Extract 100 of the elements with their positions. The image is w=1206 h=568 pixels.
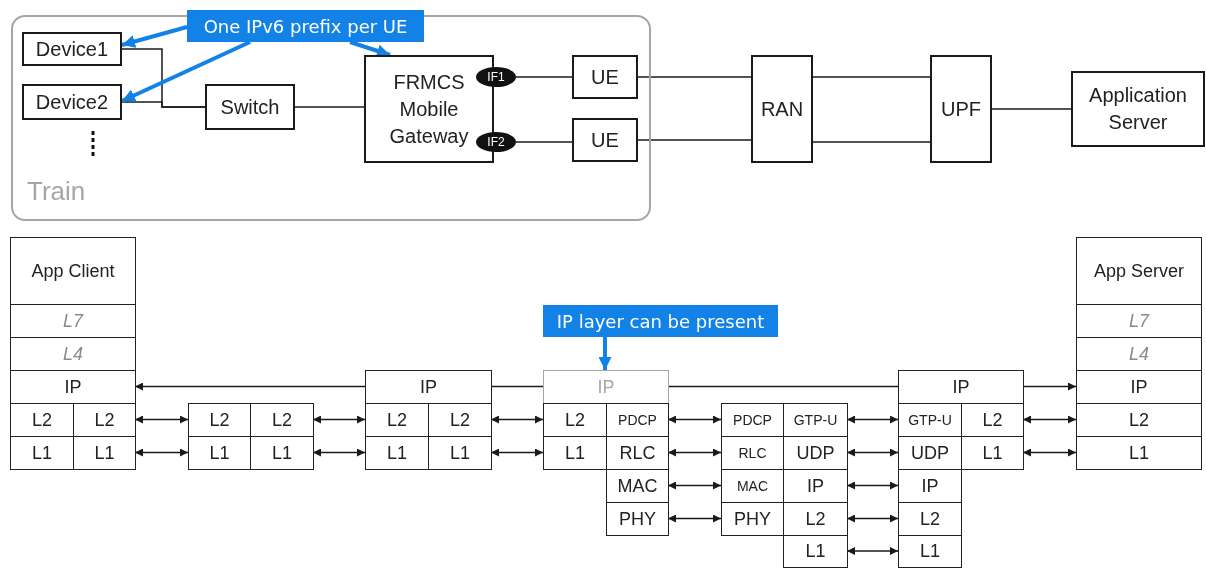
callout-box <box>187 10 424 42</box>
arrow <box>667 514 722 523</box>
node-label: GTP-U <box>793 410 838 430</box>
connector-line <box>991 108 1072 110</box>
node-label: App Client <box>31 259 115 283</box>
node-label: RAN <box>759 96 805 122</box>
protocol-layer-cell <box>961 436 1024 470</box>
node-label: L2 <box>920 507 940 531</box>
node-label: IP <box>1130 375 1148 399</box>
protocol-layer-cell <box>898 469 962 503</box>
node-label: Application Server <box>1088 83 1188 135</box>
connector-line <box>667 385 899 388</box>
node-label: L2 <box>32 408 52 432</box>
node-label: L2 <box>565 408 585 432</box>
connector-line <box>490 385 544 388</box>
callout-box <box>543 305 778 337</box>
node-label: IP <box>597 375 615 399</box>
arrow <box>312 448 366 457</box>
protocol-layer-cell <box>1076 337 1202 371</box>
node-label: L4 <box>63 342 83 366</box>
protocol-layer-cell <box>606 469 669 503</box>
process-box <box>572 118 638 162</box>
protocol-layer-cell <box>1076 436 1202 470</box>
node-label: L1 <box>920 540 940 563</box>
callout-pointer <box>121 25 188 48</box>
arrow <box>1022 382 1077 391</box>
node-label: L1 <box>1129 441 1149 465</box>
arrow <box>846 448 899 457</box>
node-label: IP <box>952 375 970 399</box>
node-label: UDP <box>796 441 835 465</box>
connector-line <box>637 139 752 141</box>
process-box <box>22 84 122 120</box>
protocol-layer-cell <box>783 535 848 568</box>
node-label: L4 <box>1129 342 1149 366</box>
node-label: IP <box>807 474 824 498</box>
interface-ellipse <box>476 132 516 152</box>
protocol-layer-cell <box>428 436 492 470</box>
node-label: L2 <box>272 408 292 432</box>
protocol-layer-cell <box>543 436 607 470</box>
node-label: UE <box>590 64 620 90</box>
node-label: L1 <box>209 441 230 465</box>
protocol-layer-cell <box>606 403 669 437</box>
protocol-layer-cell <box>898 370 1024 404</box>
node-label: Device1 <box>34 36 110 62</box>
node-label: L1 <box>272 441 292 465</box>
node-label: PHY <box>734 507 771 531</box>
node-label: L1 <box>805 540 826 563</box>
connector-line <box>294 106 365 108</box>
protocol-layer-cell <box>10 337 136 371</box>
node-label: L7 <box>63 309 83 333</box>
protocol-layer-cell <box>365 436 429 470</box>
arrow <box>846 547 899 555</box>
protocol-layer-cell <box>898 535 962 568</box>
node-label: IP <box>921 474 939 498</box>
protocol-layer-cell <box>783 403 848 437</box>
protocol-layer-cell <box>1076 304 1202 338</box>
node-label: MAC <box>617 474 658 498</box>
protocol-layer-cell <box>10 436 74 470</box>
node-label: L1 <box>450 441 470 465</box>
node-label: L2 <box>805 507 826 531</box>
protocol-layer-cell <box>73 436 136 470</box>
process-box <box>22 32 122 66</box>
process-box <box>572 55 638 99</box>
process-box <box>930 55 992 163</box>
protocol-layer-cell <box>250 403 314 437</box>
protocol-layer-cell <box>188 436 251 470</box>
node-label: L1 <box>387 441 407 465</box>
connector-line <box>637 76 752 78</box>
arrow <box>1022 415 1077 424</box>
node-label: GTP-U <box>908 410 952 430</box>
node-label: PDCP <box>733 410 772 430</box>
connector-line <box>515 141 573 143</box>
node-label: Device2 <box>34 89 110 115</box>
arrow <box>134 382 366 391</box>
node-label: L2 <box>209 408 230 432</box>
connector-line <box>515 76 573 78</box>
node-label: L1 <box>94 441 115 465</box>
process-box <box>205 84 295 130</box>
node-label: L2 <box>1129 408 1149 432</box>
container-label: Train <box>27 175 86 208</box>
callout-pointer <box>598 337 612 370</box>
node-label: UPF <box>940 96 982 122</box>
node-label: IP <box>420 375 437 399</box>
node-label: UE <box>590 127 620 153</box>
arrow <box>490 415 544 424</box>
interface-label: IF1 <box>487 69 505 86</box>
arrow <box>846 481 899 490</box>
node-label: L1 <box>565 441 585 465</box>
protocol-layer-cell <box>1076 237 1202 305</box>
protocol-layer-cell <box>10 304 136 338</box>
protocol-layer-cell <box>543 403 607 437</box>
node-label: App Server <box>1093 259 1184 283</box>
interface-label: IF2 <box>487 134 505 151</box>
node-label: PHY <box>619 507 656 531</box>
process-box <box>1071 71 1205 147</box>
connector-line <box>121 101 206 108</box>
protocol-layer-cell <box>365 370 492 404</box>
protocol-layer-cell <box>543 370 669 404</box>
protocol-layer-cell <box>10 370 136 404</box>
protocol-layer-cell <box>1076 370 1202 404</box>
